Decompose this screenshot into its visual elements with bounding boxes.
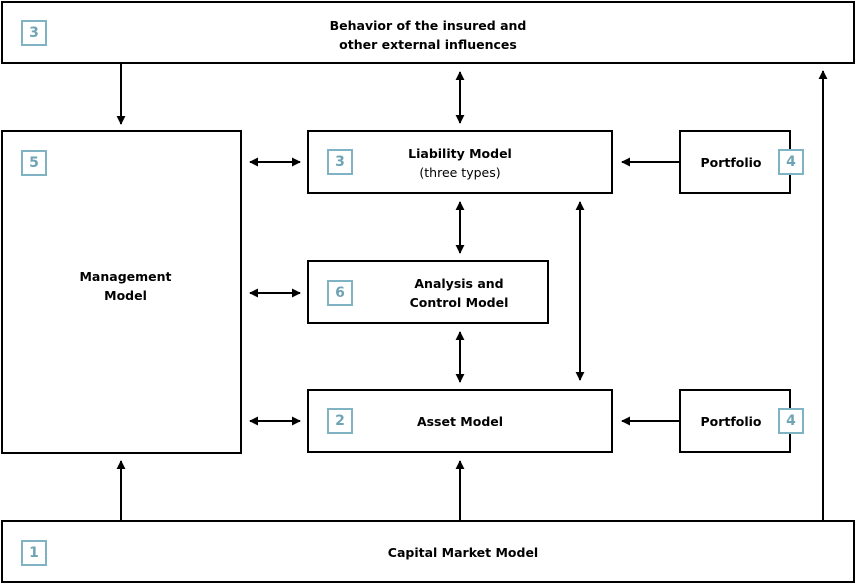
capital-market-box: 1 Capital Market Model (1, 520, 855, 583)
behavior-label-line1: Behavior of the insured and (329, 18, 527, 33)
portfolio-top-label: Portfolio (681, 153, 781, 172)
management-badge: 5 (21, 150, 47, 176)
asset-box: 2 Asset Model (307, 389, 613, 453)
behavior-label-line2: other external influences (339, 37, 517, 52)
analysis-box: 6 Analysis and Control Model (307, 260, 549, 324)
analysis-label-line1: Analysis and (414, 276, 504, 291)
portfolio-bottom-badge: 4 (778, 408, 804, 434)
behavior-box: 3 Behavior of the insured and other exte… (1, 1, 855, 64)
liability-badge: 3 (327, 149, 353, 175)
liability-label-line1: Liability Model (408, 146, 512, 161)
management-label-line1: Management (79, 269, 172, 284)
liability-label: Liability Model (three types) (309, 144, 611, 182)
management-label: Management Model (3, 267, 248, 305)
liability-label-line2: (three types) (419, 165, 501, 180)
asset-label-line1: Asset Model (416, 414, 504, 429)
liability-box: 3 Liability Model (three types) (307, 130, 613, 194)
asset-label: Asset Model (309, 412, 611, 431)
portfolio-bottom-box: Portfolio (679, 389, 791, 453)
analysis-label-line2: Control Model (409, 295, 509, 310)
behavior-label: Behavior of the insured and other extern… (3, 16, 853, 54)
portfolio-top-label-line1: Portfolio (700, 155, 762, 170)
management-box: 5 Management Model (1, 130, 242, 454)
portfolio-top-badge: 4 (778, 149, 804, 175)
capital-market-label-line1: Capital Market Model (387, 545, 539, 560)
capital-market-label: Capital Market Model (3, 543, 856, 562)
management-label-line2: Model (104, 288, 147, 303)
portfolio-bottom-label: Portfolio (681, 412, 781, 431)
behavior-badge: 3 (21, 20, 47, 46)
portfolio-bottom-label-line1: Portfolio (700, 414, 762, 429)
portfolio-top-box: Portfolio (679, 130, 791, 194)
analysis-badge: 6 (327, 280, 353, 306)
asset-badge: 2 (327, 408, 353, 434)
capital-market-badge: 1 (21, 540, 47, 566)
analysis-label: Analysis and Control Model (369, 274, 549, 312)
